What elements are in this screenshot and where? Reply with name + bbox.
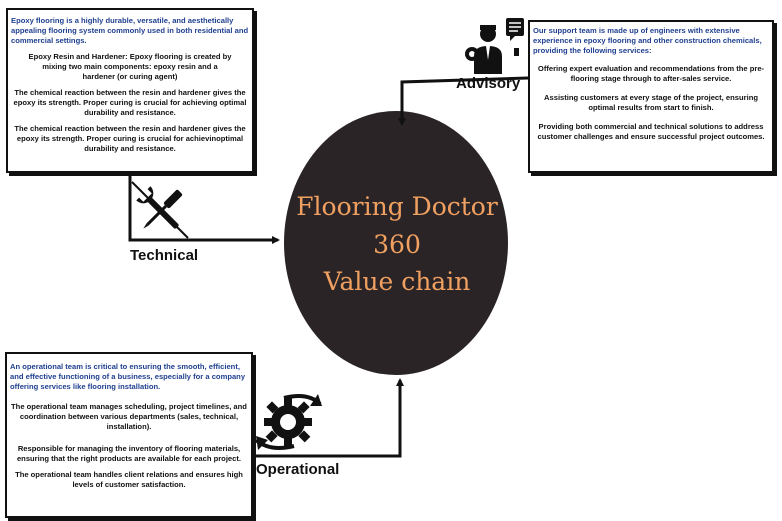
technical-label: Technical bbox=[130, 247, 199, 264]
center-title-line-2: 360 bbox=[373, 229, 421, 259]
advisory-item-2: Assisting customers at every stage of th… bbox=[544, 93, 758, 113]
operational-item-1: The operational team manages scheduling,… bbox=[11, 402, 247, 432]
wrench-screwdriver-icon bbox=[131, 181, 189, 239]
center-ellipse bbox=[284, 111, 508, 375]
advisory-item-3: Providing both commercial and technical … bbox=[537, 122, 765, 142]
operational-label: Operational bbox=[256, 461, 340, 478]
technical-item-2: The chemical reaction between the resin … bbox=[13, 88, 247, 118]
advisory-intro: Our support team is made up of engineers… bbox=[533, 26, 762, 56]
gear-refresh-icon bbox=[254, 394, 322, 450]
center-title-line-1: Flooring Doctor bbox=[296, 192, 498, 221]
center-title-line-3: Value chain bbox=[323, 267, 471, 296]
advisory-item-1: Offering expert evaluation and recommend… bbox=[537, 64, 765, 84]
technical-info-box: Epoxy flooring is a highly durable, vers… bbox=[6, 8, 254, 173]
center-title: Flooring Doctor 360 Value chain bbox=[286, 188, 508, 301]
operational-info-box: An operational team is critical to ensur… bbox=[5, 352, 253, 518]
technical-item-1: Epoxy Resin and Hardener: Epoxy flooring… bbox=[28, 52, 232, 82]
technical-connector bbox=[128, 176, 280, 244]
operational-connector bbox=[253, 378, 404, 458]
technical-intro: Epoxy flooring is a highly durable, vers… bbox=[11, 16, 249, 46]
advisory-connector bbox=[398, 76, 529, 126]
technical-item-3: The chemical reaction between the resin … bbox=[14, 124, 246, 154]
consultant-chat-icon bbox=[465, 18, 524, 74]
operational-item-2: Responsible for managing the inventory o… bbox=[16, 444, 242, 464]
advisory-label: Advisory bbox=[456, 75, 521, 92]
advisory-info-box: Our support team is made up of engineers… bbox=[528, 20, 774, 173]
operational-intro: An operational team is critical to ensur… bbox=[10, 362, 246, 392]
operational-item-3: The operational team handles client rela… bbox=[15, 470, 243, 490]
